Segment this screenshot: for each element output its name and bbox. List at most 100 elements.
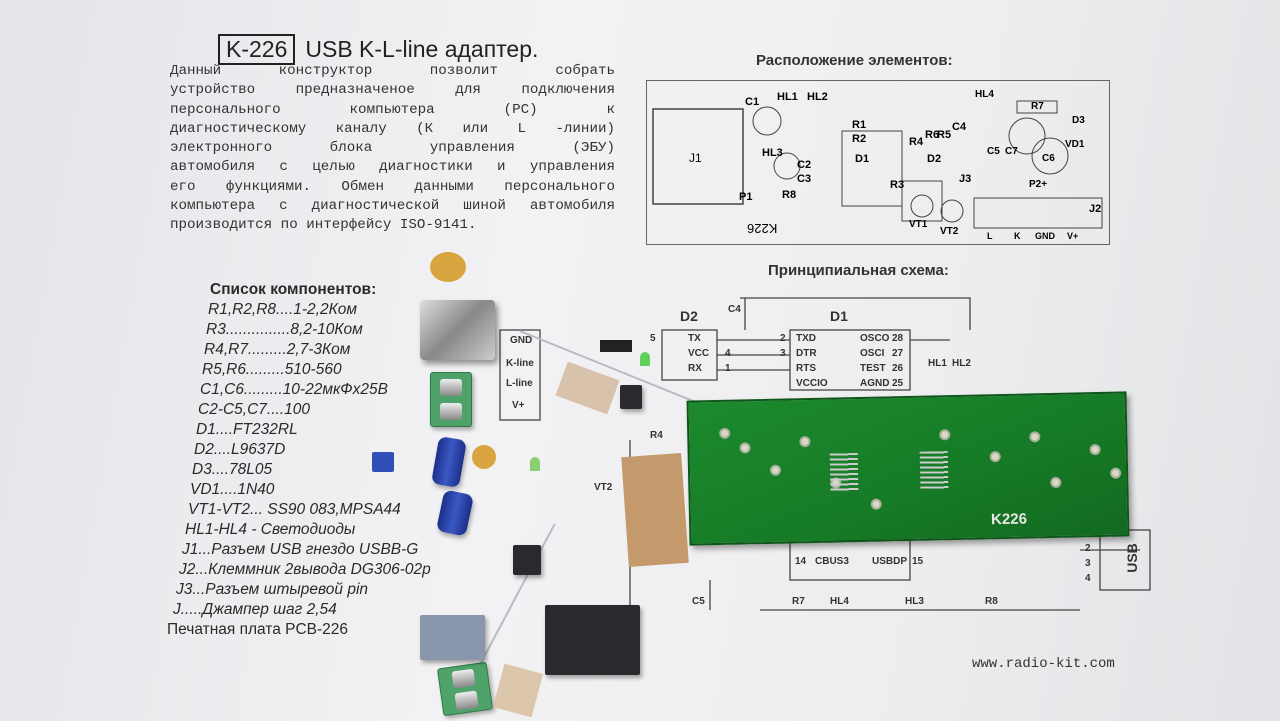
schematic-label: 28 bbox=[892, 333, 904, 344]
schematic-label: V+ bbox=[512, 400, 525, 411]
component-item: D1....FT232RL bbox=[196, 421, 298, 438]
component-item: D3....78L05 bbox=[192, 461, 273, 478]
schematic-label: K-line bbox=[506, 358, 534, 369]
terminal-block bbox=[436, 661, 494, 717]
schematic-label: AGND bbox=[860, 378, 890, 389]
schematic-label: 25 bbox=[892, 378, 904, 389]
paper-tape bbox=[621, 453, 689, 567]
smd-footprint bbox=[919, 451, 949, 490]
schematic-label: D1 bbox=[830, 308, 848, 324]
intro-line: его функциями. Обмен данными персонально… bbox=[170, 178, 615, 195]
schematic-label: 26 bbox=[892, 363, 904, 374]
solder-pad bbox=[1110, 467, 1122, 479]
intro-line: персонального компьютера (PC) к bbox=[170, 101, 615, 118]
layout-label: J1 bbox=[689, 151, 702, 165]
usb-connector bbox=[420, 300, 495, 360]
schematic-label: GND bbox=[510, 335, 533, 346]
schematic-label: VT2 bbox=[594, 482, 613, 493]
layout-label: R7 bbox=[1031, 101, 1044, 112]
layout-label: V+ bbox=[1067, 231, 1079, 241]
schematic-label: C5 bbox=[692, 596, 705, 607]
layout-label: HL3 bbox=[762, 147, 783, 159]
intro-line: электронного блока управления (ЭБУ) bbox=[170, 140, 615, 157]
solder-pad bbox=[719, 427, 731, 439]
component-item: J2...Клеммник 2вывода DG306-02p bbox=[179, 561, 431, 578]
schematic-label: 4 bbox=[1085, 573, 1091, 584]
component-item: J3...Разъем штыревой pin bbox=[176, 581, 369, 598]
layout-label: R5 bbox=[937, 129, 952, 141]
pin-header bbox=[600, 340, 632, 352]
component-item: R4,R7.........2,7-3Ком bbox=[204, 341, 351, 358]
schematic-label: 3 bbox=[1085, 558, 1091, 569]
solder-pad bbox=[739, 442, 751, 454]
schematic-label: VCC bbox=[688, 348, 710, 359]
terminal-block bbox=[430, 372, 472, 427]
layout-label: D3 bbox=[1072, 115, 1085, 126]
schematic-label: C4 bbox=[728, 304, 741, 315]
intro-line: устройство предназначеное для подключени… bbox=[170, 82, 615, 99]
layout-label: J2 bbox=[1089, 203, 1102, 215]
intro-line: Данный конструктор позволит собрать bbox=[170, 63, 615, 79]
jumper bbox=[372, 452, 394, 472]
solder-pad bbox=[1089, 443, 1101, 456]
intro-line: автомобиля с целью диагностики и управле… bbox=[170, 159, 615, 176]
schematic-label: R7 bbox=[792, 596, 805, 607]
component-item: Печатная плата PCB-226 bbox=[167, 621, 349, 638]
transistor bbox=[620, 385, 642, 409]
schematic-label: HL1 bbox=[928, 358, 947, 369]
component-item: R5,R6.........510-560 bbox=[202, 361, 342, 378]
schematic-label: 3 bbox=[780, 348, 786, 359]
schematic-label: TEST bbox=[860, 363, 886, 374]
pcb-label: K226 bbox=[990, 510, 1028, 529]
printed-circuit-board: K226 bbox=[686, 391, 1130, 546]
intro-line: диагностическому каналу (К или L -линии) bbox=[170, 120, 615, 137]
schematic-label: HL4 bbox=[830, 596, 849, 607]
layout-label: C1 bbox=[745, 96, 760, 108]
schematic-label: R4 bbox=[650, 430, 663, 441]
intro-line: компьютера с диагностической шиной автом… bbox=[170, 198, 615, 215]
intro-line: производится по интерфейсу ISO-9141. bbox=[170, 217, 477, 234]
layout-label: R1 bbox=[852, 119, 867, 131]
layout-label: L bbox=[987, 231, 993, 241]
layout-label: HL2 bbox=[807, 91, 828, 103]
schematic-label: USBDP bbox=[872, 556, 908, 567]
layout-heading: Расположение элементов: bbox=[756, 52, 953, 69]
layout-label: C3 bbox=[797, 173, 812, 185]
layout-label: GND bbox=[1035, 231, 1055, 241]
schematic-label: 5 bbox=[650, 333, 656, 344]
schematic-label: 2 bbox=[780, 333, 786, 344]
layout-label: J3 bbox=[959, 173, 972, 185]
layout-label: R6 bbox=[925, 129, 940, 141]
layout-label: HL1 bbox=[777, 91, 798, 103]
layout-label: VT1 bbox=[909, 219, 928, 230]
schematic-label: 27 bbox=[892, 348, 904, 359]
led bbox=[640, 352, 650, 366]
schematic-label: 2 bbox=[1085, 543, 1091, 554]
layout-drawing bbox=[652, 100, 1103, 229]
led bbox=[530, 457, 540, 471]
layout-label: VD1 bbox=[1065, 139, 1085, 150]
schematic-label: RTS bbox=[796, 363, 816, 374]
page-title: K-226 USB K-L-line адаптер. bbox=[218, 34, 538, 65]
schematic-label: VCCIO bbox=[796, 378, 828, 389]
schematic-label: 14 bbox=[795, 556, 807, 567]
component-item: J.....Джампер шаг 2,54 bbox=[173, 601, 337, 618]
schematic-label: D2 bbox=[680, 308, 698, 324]
schematic-label: 1 bbox=[725, 363, 731, 374]
smd-footprint bbox=[829, 453, 859, 492]
transistor bbox=[513, 545, 541, 575]
ceramic-capacitor bbox=[472, 445, 496, 469]
layout-label: C4 bbox=[952, 121, 967, 133]
schematic-label: RX bbox=[688, 363, 702, 374]
component-list-heading: Список компонентов: bbox=[210, 281, 377, 298]
schematic-label: USB bbox=[1123, 543, 1140, 573]
layout-label: C2 bbox=[797, 159, 812, 171]
schematic-diagram: D2 D1 C4 TX VCC RX TXD DTR RTS VCCIO OSC… bbox=[480, 290, 1170, 690]
component-item: R3...............8,2-10Ком bbox=[206, 321, 363, 338]
layout-label: D1 bbox=[855, 153, 870, 165]
layout-label: C7 bbox=[1005, 146, 1018, 157]
component-item: C2-C5,C7....100 bbox=[198, 401, 310, 418]
layout-label: HL4 bbox=[975, 89, 994, 100]
solder-pad bbox=[939, 429, 951, 441]
component-item: VD1....1N40 bbox=[190, 481, 275, 498]
